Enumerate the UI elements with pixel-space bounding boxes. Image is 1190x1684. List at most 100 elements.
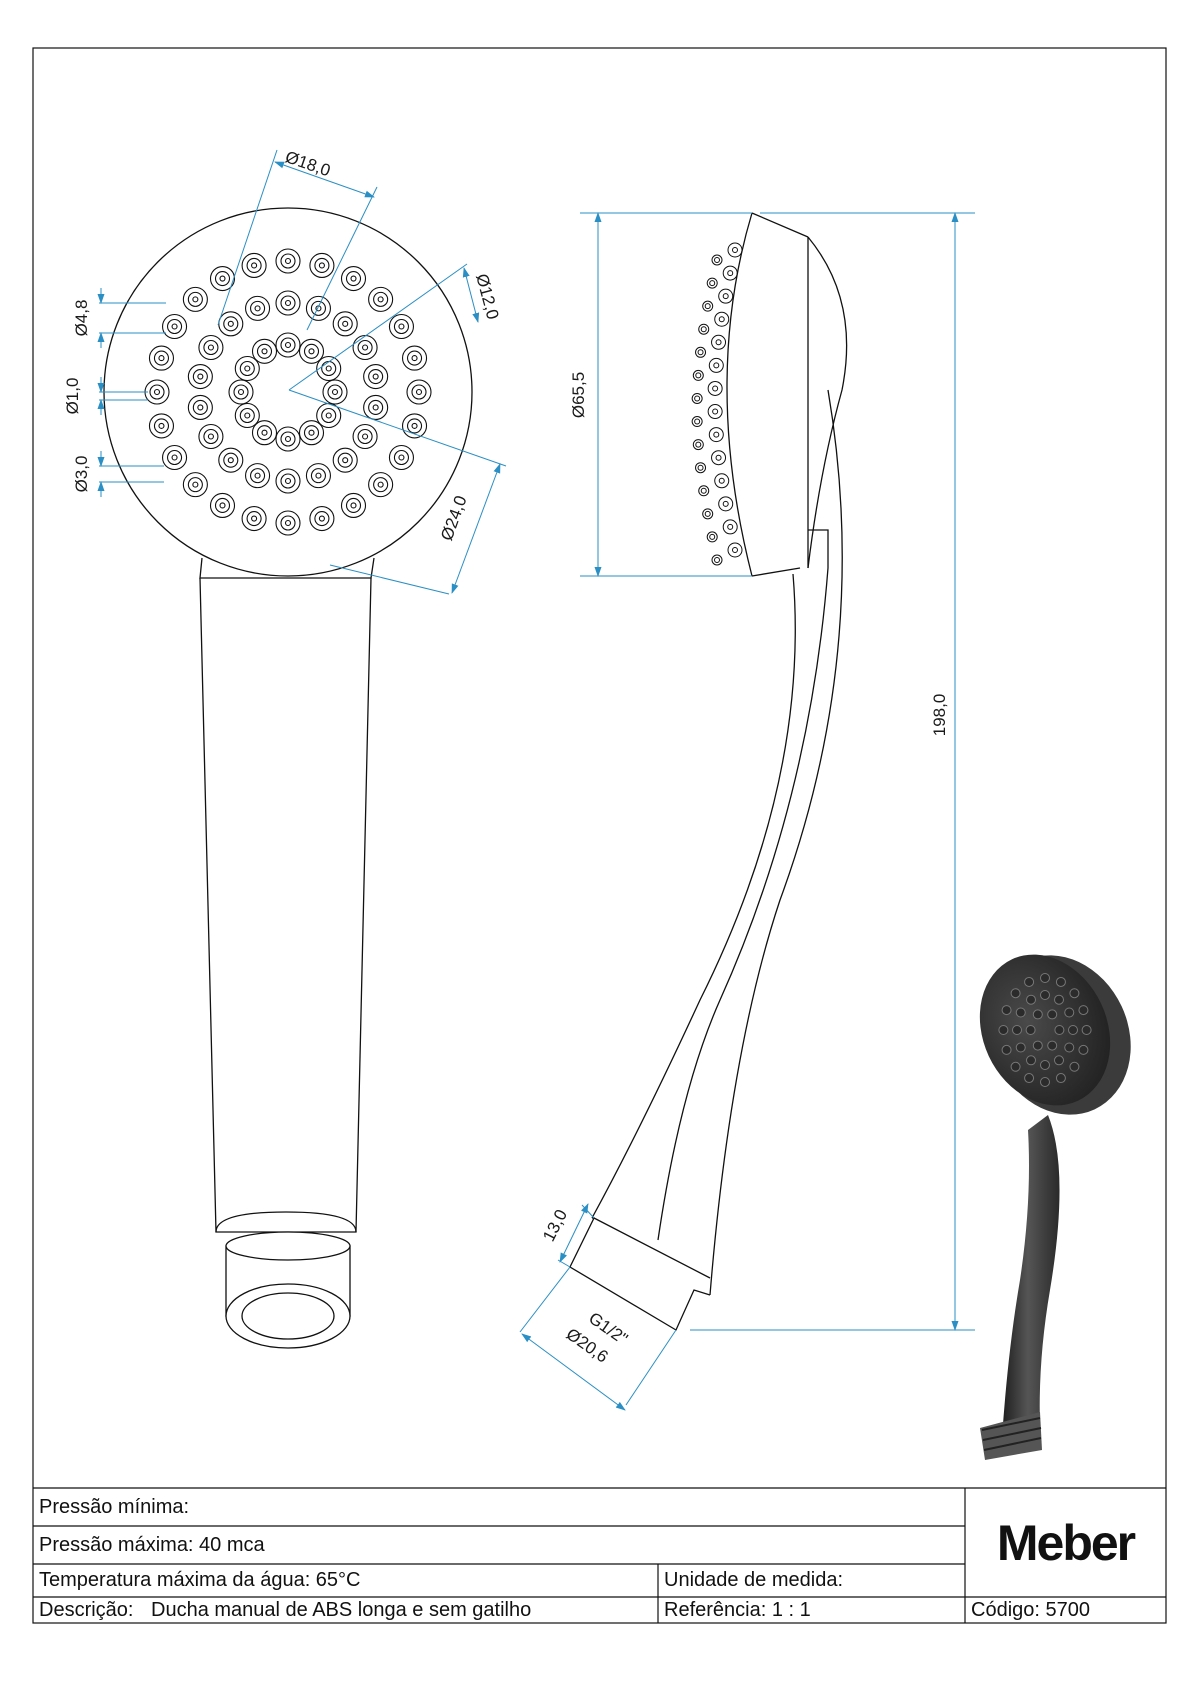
codigo: Código: 5700	[971, 1598, 1090, 1621]
side-spray-hole	[718, 288, 734, 304]
side-spray-hole	[692, 369, 704, 381]
side-spray-hole	[714, 311, 730, 327]
render-spray-hole	[1040, 1077, 1050, 1087]
spray-hole	[305, 295, 331, 321]
spray-hole	[218, 447, 244, 473]
spray-hole	[352, 334, 378, 361]
spray-hole	[275, 248, 301, 274]
spray-hole	[401, 413, 428, 439]
spray-hole	[187, 394, 213, 421]
spray-hole	[148, 413, 175, 439]
render-spray-hole	[1064, 1042, 1075, 1053]
spray-hole	[368, 286, 394, 312]
connector-end	[225, 1283, 351, 1349]
head-face-curve	[726, 212, 753, 577]
pressao-maxima: Pressão máxima: 40 mca	[39, 1533, 265, 1556]
spray-hole	[322, 379, 348, 405]
spray-hole	[275, 468, 301, 494]
spray-hole	[251, 338, 278, 364]
dim-hole-spacing: Ø18,0	[283, 147, 333, 180]
spray-hole	[275, 426, 301, 452]
front-dimensions	[97, 149, 507, 595]
title-block: Pressão mínima: Pressão máxima: 40 mca T…	[33, 1488, 1166, 1623]
render-spray-hole	[1069, 1061, 1080, 1072]
render-spray-hole	[1047, 1040, 1058, 1051]
spray-hole	[298, 420, 325, 446]
dim-ring-inner: Ø12,0	[472, 272, 502, 322]
render-spray-hole	[1064, 1007, 1075, 1018]
render-spray-hole	[998, 1025, 1009, 1035]
spray-hole	[388, 313, 414, 340]
side-spray-hole	[695, 346, 707, 358]
render-spray-hole	[1026, 1055, 1036, 1066]
side-spray-hole	[718, 496, 734, 512]
side-spray-hole	[727, 242, 743, 258]
render-spray-hole	[1010, 1061, 1021, 1072]
spray-hole	[182, 286, 208, 312]
spray-hole	[187, 363, 213, 390]
side-spray-hole	[706, 531, 718, 543]
spray-hole	[275, 332, 301, 358]
dim-length: 198,0	[930, 694, 949, 737]
render-spray-hole	[1015, 1007, 1026, 1018]
dim-hole-mid: Ø3,0	[72, 456, 91, 493]
connector-top	[225, 1231, 351, 1261]
connector-bore	[241, 1292, 335, 1340]
spray-hole	[340, 492, 367, 518]
spray-hole	[245, 463, 271, 489]
side-spray-hole	[722, 519, 738, 535]
dim-ring-outer: Ø24,0	[437, 493, 471, 543]
render-spray-hole	[1054, 1055, 1064, 1066]
spray-hole	[368, 472, 394, 498]
spray-hole	[309, 252, 335, 279]
product-render	[979, 954, 1131, 1460]
descricao-value: Ducha manual de ABS longa e sem gatilho	[151, 1598, 532, 1621]
spray-hole	[209, 266, 236, 292]
spray-hole	[305, 463, 331, 489]
render-spray-hole	[1055, 1073, 1066, 1084]
spray-hole	[182, 472, 208, 498]
dim-head: Ø65,5	[569, 372, 588, 418]
spray-hole	[352, 423, 378, 450]
render-spray-hole	[1010, 988, 1021, 999]
render-spray-hole	[1040, 1060, 1050, 1070]
side-spray-hole	[707, 380, 723, 396]
spray-hole	[234, 355, 260, 382]
side-spray-hole	[691, 416, 703, 428]
spray-holes	[144, 248, 432, 536]
handle-front	[199, 577, 372, 1233]
spray-hole	[218, 311, 244, 337]
front-view	[103, 207, 473, 1349]
head-neck	[199, 557, 375, 579]
spray-hole	[388, 444, 414, 471]
render-spray-hole	[1078, 1005, 1089, 1016]
spray-hole	[406, 379, 432, 405]
render-spray-hole	[1069, 988, 1080, 999]
head-back	[807, 236, 848, 569]
side-spray-hole	[714, 473, 730, 489]
descricao-label: Descrição:	[39, 1598, 134, 1621]
spray-hole	[198, 423, 224, 450]
side-spray-hole	[711, 554, 723, 566]
dim-hole-outer: Ø4,8	[72, 300, 91, 337]
spray-hole	[241, 505, 267, 532]
spray-hole	[363, 394, 389, 421]
temperatura: Temperatura máxima da água: 65°C	[39, 1569, 361, 1591]
handle-end-arc	[215, 1211, 357, 1233]
spray-hole	[401, 345, 428, 371]
render-spray-hole	[1012, 1025, 1022, 1035]
handle-front-curve	[591, 573, 796, 1219]
spray-hole	[209, 492, 236, 518]
render-spray-hole	[1025, 1025, 1036, 1035]
handle-mid-line	[657, 567, 829, 1241]
sheet-border	[32, 47, 1167, 1624]
title-block-grid	[33, 1487, 1166, 1623]
spray-hole	[162, 444, 188, 471]
render-spray-hole	[1054, 1025, 1065, 1035]
render-spray-hole	[1001, 1044, 1012, 1055]
render-spray-hole	[1015, 1042, 1026, 1053]
side-spray-holes	[691, 242, 743, 566]
spray-hole	[162, 313, 188, 340]
handle-back-curve	[709, 389, 843, 1296]
